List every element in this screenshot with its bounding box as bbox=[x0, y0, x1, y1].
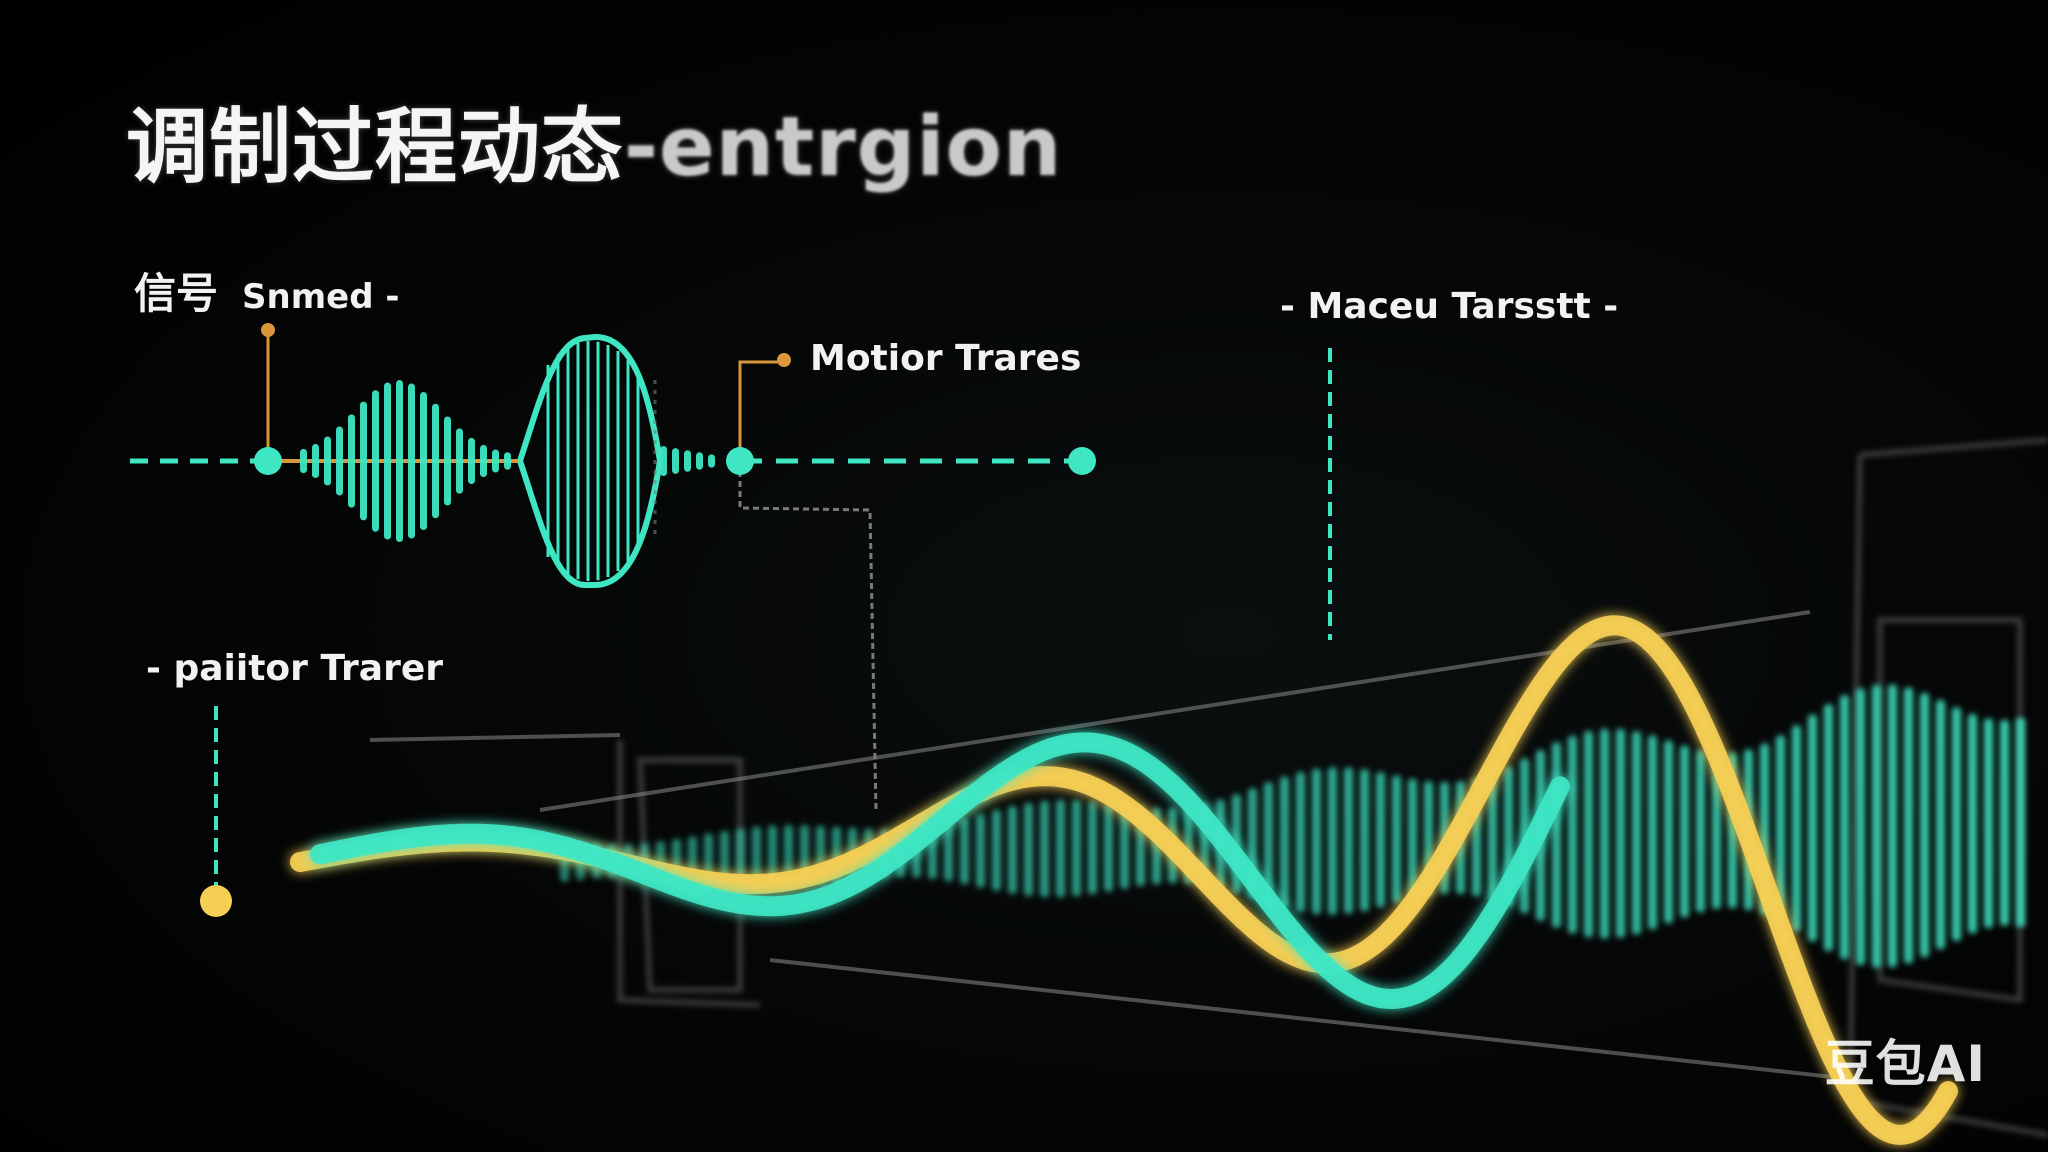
signal-label-cn: 信号 bbox=[134, 269, 219, 318]
carrier-bar bbox=[1296, 771, 1305, 913]
burst-bar bbox=[384, 382, 391, 540]
carrier-bar bbox=[1856, 688, 1865, 966]
signal-label-en: Snmed - bbox=[242, 277, 400, 317]
carrier-bar bbox=[976, 813, 985, 888]
title-main: 调制过程动态 bbox=[126, 100, 625, 195]
top-lens-waveform bbox=[517, 333, 663, 588]
carrier-bar bbox=[944, 821, 953, 882]
carrier-bar bbox=[1312, 768, 1321, 915]
top-connectors bbox=[261, 323, 878, 811]
burst-bar bbox=[324, 436, 331, 486]
carrier-bar bbox=[1840, 694, 1849, 960]
signal-label: 信号 Snmed - bbox=[134, 260, 399, 321]
carrier-bar bbox=[1392, 775, 1401, 904]
burst-bar bbox=[360, 401, 367, 521]
carrier-bar bbox=[1360, 769, 1369, 912]
title-suffix: -entrgion bbox=[624, 100, 1063, 195]
carrier-bar bbox=[1776, 735, 1785, 923]
carrier-bar bbox=[1344, 767, 1353, 914]
carrier-bar bbox=[1120, 804, 1129, 889]
carrier-bar bbox=[1808, 714, 1817, 942]
carrier-bar bbox=[704, 833, 713, 883]
carrier-bar bbox=[1936, 699, 1945, 950]
burst-bar bbox=[696, 452, 703, 470]
burst-bar bbox=[420, 391, 427, 531]
burst-bar bbox=[432, 403, 439, 519]
carrier-bar bbox=[1024, 802, 1033, 897]
carrier-bar bbox=[1376, 771, 1385, 908]
top-lens-stripes bbox=[546, 341, 640, 581]
carrier-bar bbox=[2000, 719, 2009, 926]
carrier-bar bbox=[1584, 730, 1593, 938]
burst-bar bbox=[492, 449, 499, 473]
carrier-bar bbox=[1008, 805, 1017, 894]
carrier-bar bbox=[1488, 772, 1497, 901]
carrier-bar bbox=[1952, 707, 1961, 941]
macro-target-label: - Maceu Tarsstt - bbox=[1280, 286, 1619, 327]
carrier-bar bbox=[1792, 725, 1801, 932]
carrier-bar bbox=[736, 828, 745, 887]
carrier-bar bbox=[1664, 740, 1673, 924]
carrier-bar bbox=[1968, 713, 1977, 934]
carrier-bar bbox=[1648, 735, 1657, 930]
carrier-bar bbox=[1552, 742, 1561, 928]
carrier-bar bbox=[1824, 703, 1833, 952]
carrier-bar bbox=[1088, 800, 1097, 895]
carrier-bar bbox=[1616, 728, 1625, 938]
carrier-bar bbox=[720, 830, 729, 885]
motion-trace-label: Motior Trares bbox=[810, 338, 1082, 379]
burst-bar bbox=[684, 450, 691, 472]
burst-bar bbox=[468, 437, 475, 485]
watermark-logo: 豆包AI bbox=[1824, 1035, 1986, 1093]
top-burst-bars bbox=[300, 380, 715, 542]
carrier-bar bbox=[768, 825, 777, 888]
carrier-bar bbox=[1568, 735, 1577, 934]
pattern-trace-label: - paiitor Trarer bbox=[146, 648, 444, 689]
carrier-bar bbox=[1680, 745, 1689, 918]
carrier-bar bbox=[1984, 718, 1993, 929]
carrier-bar bbox=[1328, 767, 1337, 916]
carrier-bar bbox=[1072, 799, 1081, 897]
carrier-bar bbox=[752, 826, 761, 888]
burst-bar bbox=[480, 444, 487, 478]
page-title: 调制过程动态-entrgion bbox=[126, 80, 1062, 199]
carrier-bar bbox=[1600, 728, 1609, 939]
burst-bar bbox=[504, 452, 511, 470]
carrier-bar bbox=[960, 817, 969, 885]
carrier-bar bbox=[1040, 800, 1049, 898]
carrier-bar bbox=[2016, 717, 2025, 928]
carrier-bar bbox=[1264, 782, 1273, 904]
burst-bar bbox=[300, 448, 307, 474]
marker-lines bbox=[214, 348, 1332, 885]
carrier-bar bbox=[1904, 687, 1913, 964]
carrier-bar bbox=[1920, 692, 1929, 958]
burst-bar bbox=[312, 443, 319, 479]
carrier-bar bbox=[1632, 731, 1641, 935]
main-teal-wave bbox=[310, 732, 1570, 1010]
top-node-dots bbox=[254, 447, 1096, 475]
carrier-bar bbox=[1888, 684, 1897, 968]
carrier-bar bbox=[1280, 776, 1289, 909]
burst-bar bbox=[708, 454, 715, 468]
burst-bar bbox=[408, 383, 415, 539]
carrier-bar bbox=[992, 809, 1001, 891]
carrier-bar bbox=[1696, 749, 1705, 913]
carrier-bar bbox=[1104, 802, 1113, 892]
pattern-marker-dot bbox=[200, 885, 232, 917]
carrier-bar bbox=[1408, 778, 1417, 900]
burst-bar bbox=[456, 428, 463, 494]
carrier-bar bbox=[1872, 684, 1881, 968]
carrier-bar bbox=[1056, 799, 1065, 898]
burst-bar bbox=[372, 390, 379, 532]
perspective-rails bbox=[369, 610, 1861, 1082]
burst-bar bbox=[672, 448, 679, 474]
burst-bar bbox=[336, 426, 343, 496]
burst-bar bbox=[396, 380, 403, 542]
burst-bar bbox=[444, 416, 451, 506]
carrier-bar bbox=[1712, 752, 1721, 910]
burst-bar bbox=[348, 414, 355, 508]
